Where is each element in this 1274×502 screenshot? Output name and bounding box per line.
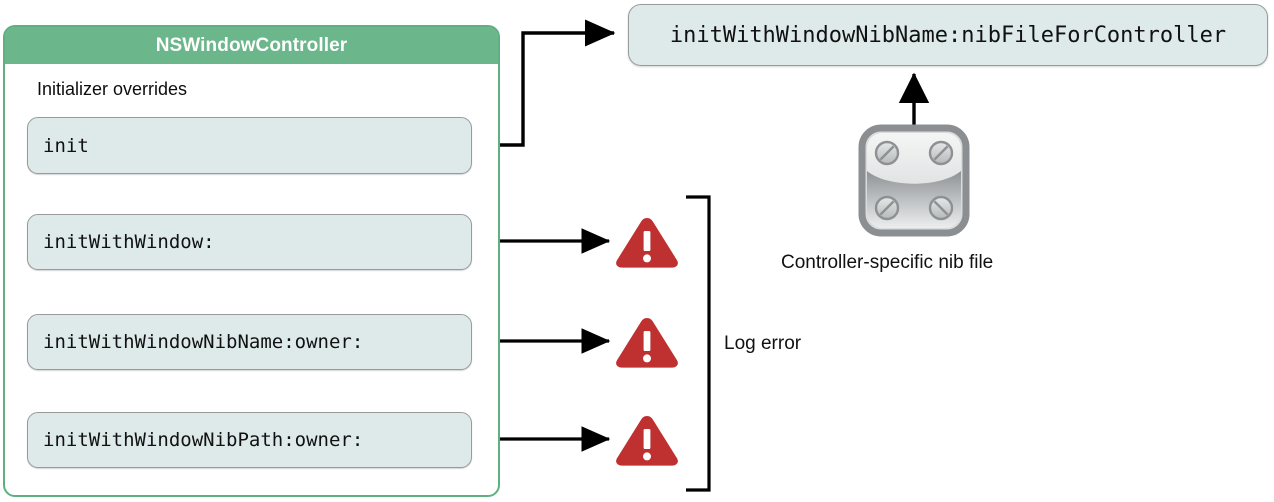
section-label-initializer-overrides: Initializer overrides	[37, 79, 188, 99]
class-header: NSWindowController	[5, 27, 498, 64]
warning-triangle-icon	[614, 414, 680, 466]
target-method-box[interactable]: initWithWindowNibName:nibFileForControll…	[628, 4, 1268, 66]
method-pill-init[interactable]: init	[27, 117, 472, 174]
warning-triangle-icon	[614, 216, 680, 268]
screw-head-top-left	[874, 140, 900, 166]
target-method-label: initWithWindowNibName:nibFileForControll…	[669, 22, 1227, 48]
method-signature-label: initWithWindowNibName:owner:	[43, 331, 364, 353]
nib-file-icon	[858, 124, 970, 237]
method-pill-initwithwindownibname-owner[interactable]: initWithWindowNibName:owner:	[27, 314, 472, 370]
method-signature-label: initWithWindow:	[43, 231, 215, 253]
warning-triangle-icon	[614, 316, 680, 368]
grouping-bracket	[686, 195, 711, 492]
method-signature-label: initWithWindowNibPath:owner:	[43, 429, 364, 451]
class-name-label: NSWindowController	[155, 34, 348, 56]
method-pill-initwithwindow[interactable]: initWithWindow:	[27, 214, 472, 270]
bracket-label-log-error: Log error	[724, 333, 802, 354]
screw-head-bottom-right	[928, 195, 954, 221]
method-signature-label: init	[43, 134, 89, 157]
screw-head-top-right	[928, 140, 954, 166]
nib-file-caption: Controller-specific nib file	[781, 252, 994, 273]
method-pill-initwithwindownibpath-owner[interactable]: initWithWindowNibPath:owner:	[27, 412, 472, 468]
screw-head-bottom-left	[874, 195, 900, 221]
